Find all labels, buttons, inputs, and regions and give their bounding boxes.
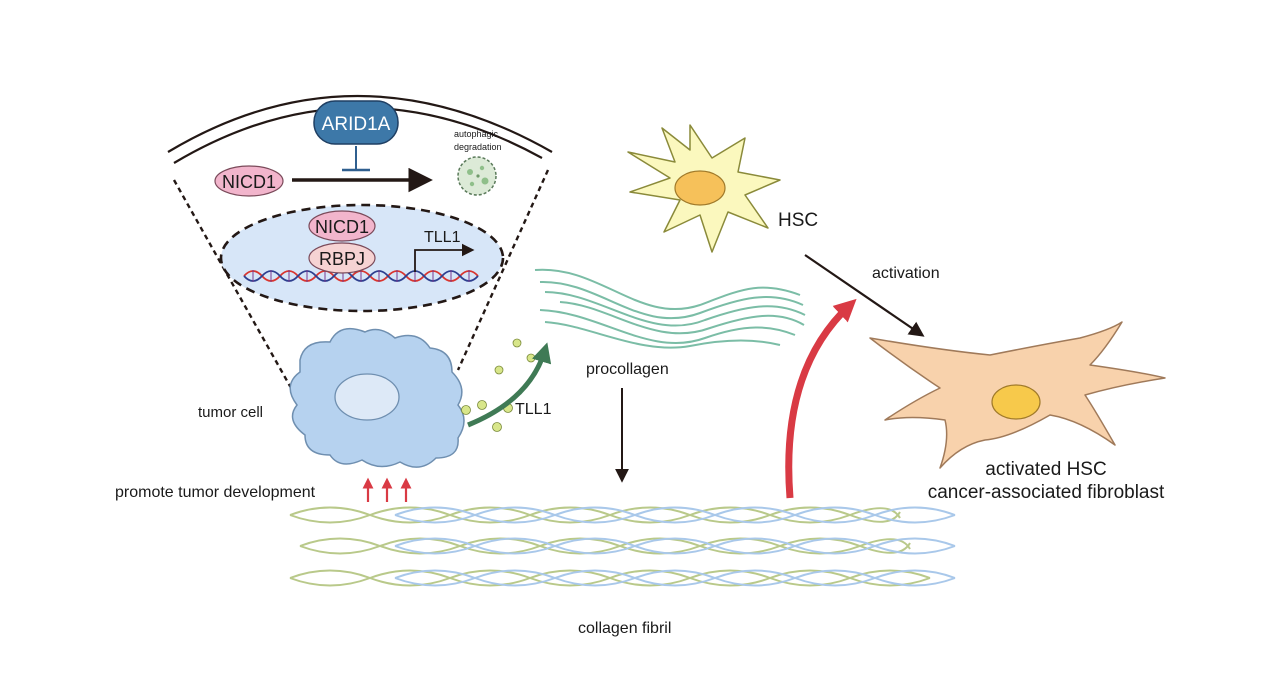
autophagosome-icon — [457, 156, 497, 196]
caf-nucleus — [991, 384, 1041, 420]
arid1a-box — [313, 100, 399, 145]
autophagic-label-line1: autophagic — [454, 129, 499, 139]
green-arrow — [467, 342, 552, 428]
caf-label: cancer-associated fibroblast — [928, 482, 1165, 503]
tll1-secreted-label: TLL1 — [515, 401, 552, 418]
dna-helix — [243, 270, 479, 282]
nicd1-nucleus-ellipse — [308, 210, 376, 242]
nicd1-cytoplasm-label: NICD1 — [222, 172, 276, 192]
inhibition-bar — [342, 146, 370, 172]
collagen-fibrils — [289, 506, 956, 587]
red-feedback-arrow — [785, 298, 857, 499]
activation-arrow — [804, 254, 925, 337]
procollagen-strands — [534, 268, 806, 349]
arid1a-label: ARID1A — [322, 114, 391, 135]
promote-label: promote tumor development — [115, 484, 316, 501]
zoom-cone-lines — [172, 169, 550, 396]
nicd1-nucleus-label: NICD1 — [315, 217, 369, 237]
promote-red-arrows — [362, 477, 412, 502]
hsc-label: HSC — [778, 210, 818, 231]
nicd1-cytoplasm-ellipse — [214, 165, 284, 197]
transcription-start-arrow — [414, 243, 475, 272]
procollagen-label: procollagen — [586, 361, 669, 378]
tumor-cell-nucleus — [334, 373, 400, 421]
autophagic-label-line2: degradation — [454, 142, 502, 152]
activated-hsc-label: activated HSC — [985, 459, 1106, 480]
activation-label: activation — [872, 265, 940, 282]
rbpj-label: RBPJ — [319, 249, 365, 269]
collagen-fibril-label: collagen fibril — [578, 620, 671, 637]
tumor-cell-label: tumor cell — [198, 404, 263, 421]
rbpj-ellipse — [308, 242, 376, 274]
hsc-nucleus — [674, 170, 726, 206]
tll1-gene-label: TLL1 — [424, 229, 461, 246]
